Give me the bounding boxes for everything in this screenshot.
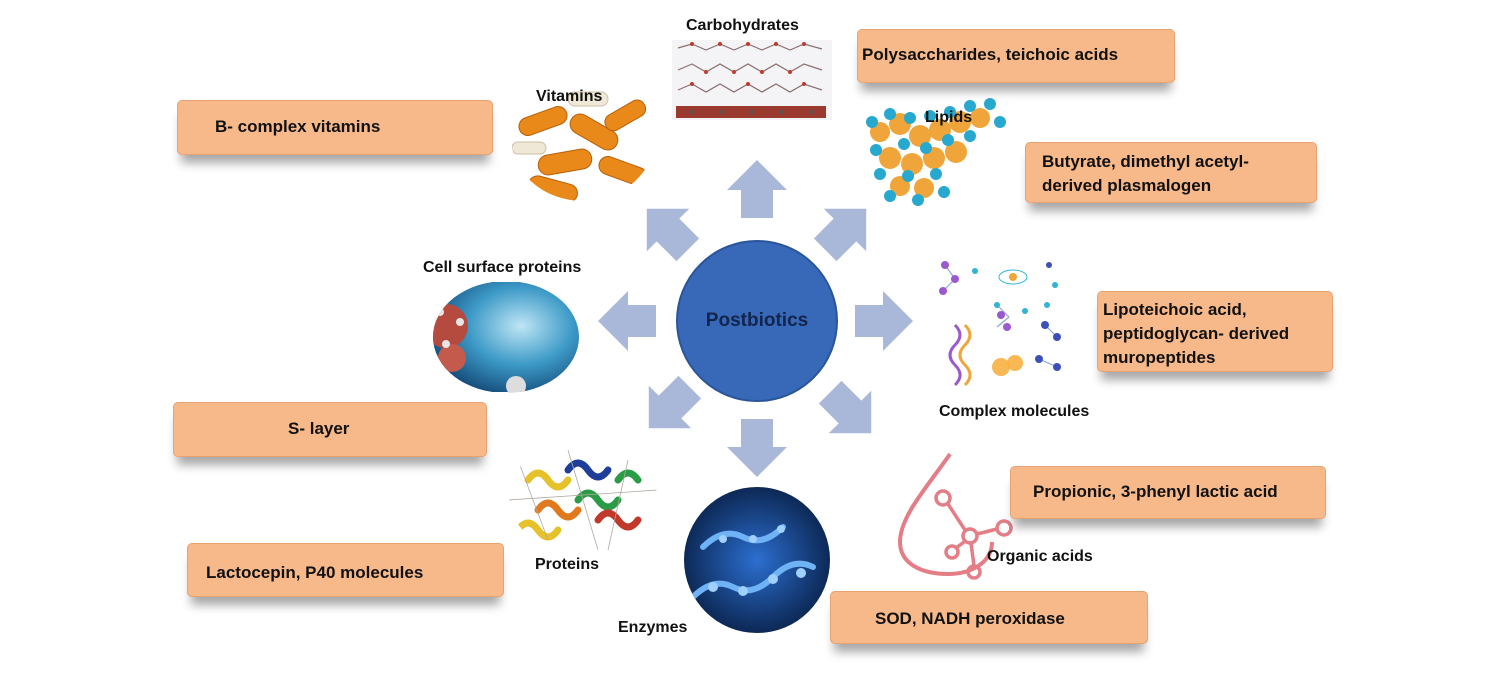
- box-text-line: Lipoteichoic acid,: [1103, 300, 1247, 319]
- box-text-line: muropeptides: [1103, 348, 1216, 367]
- box-text-line: derived plasmalogen: [1042, 176, 1212, 195]
- carbohydrates-image: [672, 40, 832, 120]
- organic-acids-label: Organic acids: [987, 548, 1093, 565]
- arrow-up: [727, 160, 787, 218]
- proteins-label: Proteins: [535, 556, 600, 573]
- enzymes-label: Enzymes: [618, 619, 688, 636]
- lipids-image: [866, 98, 1006, 206]
- box-text-line: peptidoglycan- derived: [1103, 324, 1290, 343]
- complex-molecules-label: Complex molecules: [939, 403, 1090, 420]
- center-node: Postbiotics: [676, 240, 838, 402]
- vitamins-box: B- complex vitamins: [177, 100, 493, 155]
- center-label: Postbiotics: [705, 310, 809, 331]
- cell-surface-proteins-label: Cell surface proteins: [423, 259, 582, 276]
- enzymes-box: SOD, NADH peroxidase: [830, 591, 1148, 644]
- complex-molecules-image: [939, 261, 1061, 387]
- box-text-line: SOD, NADH peroxidase: [875, 609, 1065, 628]
- arrow-down-left: [627, 365, 712, 450]
- arrow-left: [598, 291, 656, 351]
- complex-molecules-box: Lipoteichoic acid, peptidoglycan- derive…: [1097, 291, 1333, 372]
- enzymes-image: [684, 487, 830, 633]
- proteins-image: [509, 440, 657, 554]
- arrow-down-right: [808, 370, 893, 455]
- box-text-line: Propionic, 3-phenyl lactic acid: [1033, 482, 1278, 501]
- box-text-line: Lactocepin, P40 molecules: [206, 563, 424, 582]
- lipids-label: Lipids: [925, 109, 973, 126]
- vitamins-label: Vitamins: [536, 88, 603, 105]
- arrow-right: [855, 291, 913, 351]
- vitamins-image: [511, 73, 655, 201]
- cell-surface-proteins-image: [433, 282, 579, 393]
- box-text-line: S- layer: [288, 419, 350, 438]
- carbohydrates-box: Polysaccharides, teichoic acids: [857, 29, 1175, 83]
- organic-acids-box: Propionic, 3-phenyl lactic acid: [1010, 466, 1326, 519]
- proteins-box: Lactocepin, P40 molecules: [187, 543, 504, 597]
- lipids-box: Butyrate, dimethyl acetyl- derived plasm…: [1025, 142, 1317, 203]
- arrow-down: [727, 419, 787, 477]
- carbohydrates-label: Carbohydrates: [686, 17, 799, 34]
- cell-surface-proteins-box: S- layer: [173, 402, 487, 457]
- box-text-line: Butyrate, dimethyl acetyl-: [1042, 152, 1249, 171]
- organic-acids-image: [897, 452, 1013, 580]
- box-text-line: B- complex vitamins: [215, 117, 381, 136]
- box-text-line: Polysaccharides, teichoic acids: [862, 45, 1119, 64]
